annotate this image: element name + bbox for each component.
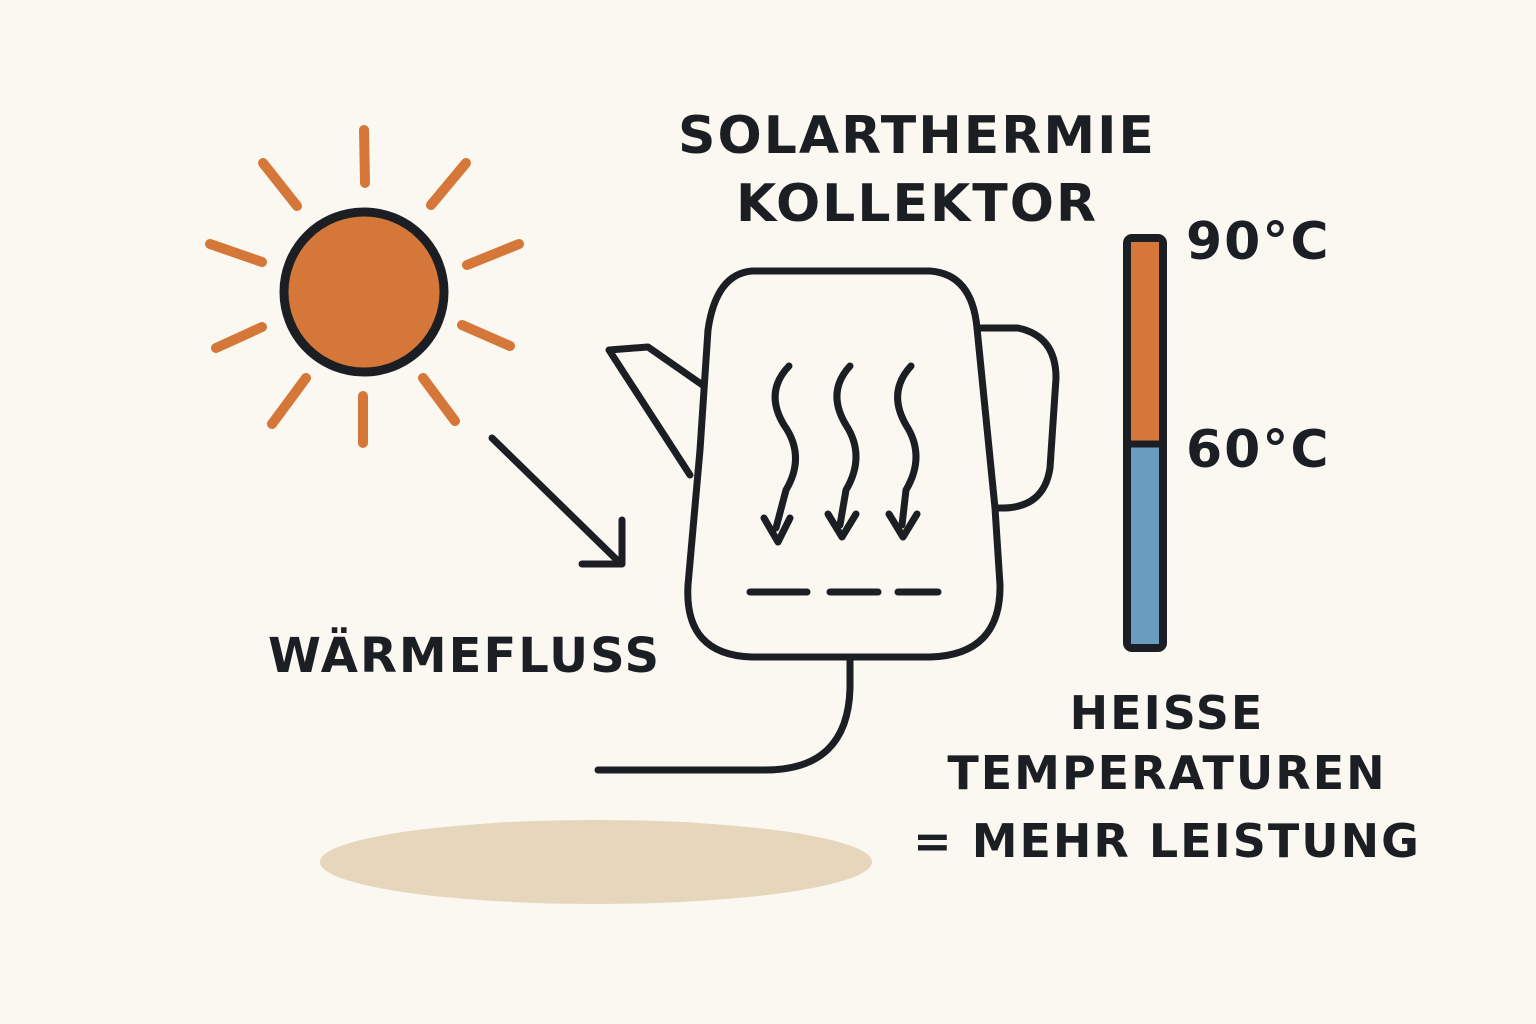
heat-wave-icon: [760, 362, 921, 546]
sun-icon: [205, 125, 524, 448]
kettle-collector-icon: [594, 267, 1060, 774]
thermometer-icon: [1123, 234, 1167, 652]
title-line-2: KOLLEKTOR: [736, 174, 1098, 234]
heat-flow-label: WÄRMEFLUSS: [268, 628, 662, 684]
temperature-high-label: 90°C: [1186, 212, 1331, 272]
ground-shadow: [320, 820, 872, 904]
temperature-mid-label: 60°C: [1186, 420, 1331, 480]
caption-line-2: TEMPERATUREN: [947, 746, 1387, 800]
heat-flow-arrow-icon: [488, 434, 626, 568]
title-line-1: SOLARTHERMIE: [678, 106, 1156, 166]
caption-line-1: HEISSE: [1069, 686, 1265, 740]
caption-line-3: = MEHR LEISTUNG: [913, 814, 1421, 868]
